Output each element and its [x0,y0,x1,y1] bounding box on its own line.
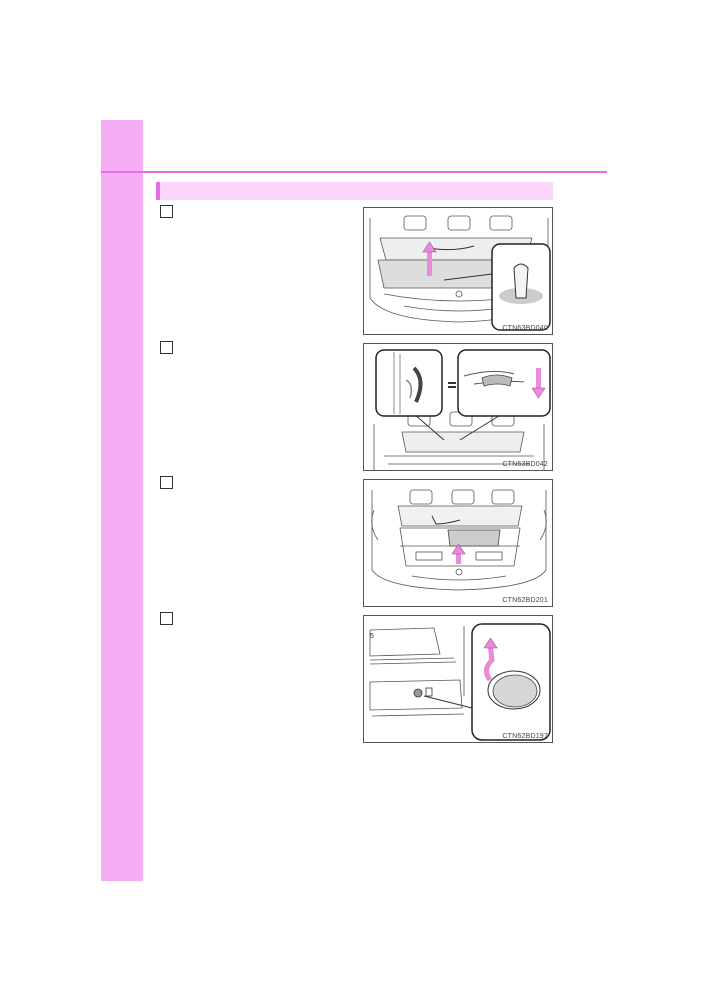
figure-2-code: CTN63BD042 [502,461,548,468]
figure-4-code: CTN62BD197 [502,733,548,740]
svg-text:5: 5 [370,633,374,640]
chapter-side-tab [101,120,143,881]
figure-1-code: CTN63BD040 [502,325,548,332]
step-2-marker [160,341,173,354]
figure-3-code: CTN62BD201 [502,597,548,604]
figure-4: 5 CTN62BD197 [363,615,553,743]
step-4-marker [160,612,173,625]
section-title-bar [156,182,553,200]
figure-2-illustration [373,349,551,470]
step-1-marker [160,205,173,218]
figure-1: CTN63BD040 [363,207,553,335]
figure-2: CTN63BD042 [363,343,553,471]
step-3-marker [160,476,173,489]
figure-3-illustration [371,489,547,591]
figure-1-illustration [369,215,551,331]
figure-4-illustration: 5 [369,623,551,741]
figure-3: CTN62BD201 [363,479,553,607]
header-rule [101,171,607,173]
